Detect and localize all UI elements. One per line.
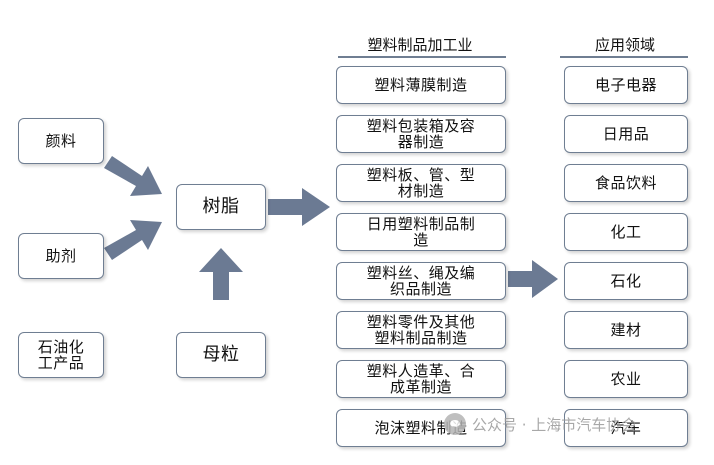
- application-item: 电子电器: [564, 66, 688, 104]
- masterbatch-box: 母粒: [176, 332, 266, 378]
- application-item: 农业: [564, 360, 688, 398]
- industry-item-line: 塑料板、管、型: [366, 166, 476, 184]
- industry-item-line: 成革制造: [389, 378, 452, 396]
- application-item-label: 汽车: [610, 419, 642, 437]
- industry-item: 塑料丝、绳及编 织品制造: [336, 262, 506, 300]
- application-item: 建材: [564, 311, 688, 349]
- wechat-icon: [444, 413, 466, 435]
- application-item-label: 食品饮料: [594, 174, 657, 192]
- arrow-resin-to-industry: [268, 188, 330, 226]
- input-petrochemical-box: 石油化 工产品: [18, 332, 104, 378]
- industry-item: 塑料板、管、型 材制造: [336, 164, 506, 202]
- input-petrochemical-label-line2: 工产品: [37, 354, 85, 372]
- industry-header-underline: [338, 56, 506, 58]
- industry-item-line: 塑料薄膜制造: [374, 76, 468, 94]
- industry-item-line: 塑料零件及其他: [366, 313, 476, 331]
- input-additive-label: 助剂: [45, 247, 77, 265]
- input-petrochemical-label-line1: 石油化: [37, 338, 85, 356]
- input-pigment-label: 颜料: [45, 132, 77, 150]
- watermark: 公众号 · 上海市汽车协会: [444, 412, 694, 436]
- industry-item-line: 材制造: [397, 182, 445, 200]
- application-item: 日用品: [564, 115, 688, 153]
- industry-item-line: 织品制造: [389, 280, 452, 298]
- arrow-industry-to-applications: [508, 260, 558, 298]
- industry-item: 塑料零件及其他 塑料制品制造: [336, 311, 506, 349]
- application-item-label: 日用品: [602, 125, 650, 143]
- industry-item-line: 塑料丝、绳及编: [366, 264, 476, 282]
- application-header-underline: [560, 56, 688, 58]
- input-pigment-box: 颜料: [18, 118, 104, 164]
- industry-item-line: 泡沫塑料制造: [374, 419, 468, 437]
- industry-item-line: 器制造: [397, 133, 445, 151]
- arrow-pigment-to-resin: [104, 156, 162, 196]
- industry-item: 塑料薄膜制造: [336, 66, 506, 104]
- industry-item-line: 塑料制品制造: [374, 329, 468, 347]
- input-additive-box: 助剂: [18, 233, 104, 279]
- watermark-text: 公众号 · 上海市汽车协会: [472, 415, 637, 434]
- industry-item-line: 日用塑料制品制: [366, 215, 476, 233]
- application-item-label: 农业: [610, 370, 642, 388]
- application-item-label: 石化: [610, 272, 642, 290]
- masterbatch-label: 母粒: [202, 344, 240, 365]
- application-item-label: 电子电器: [594, 76, 657, 94]
- resin-label: 树脂: [202, 196, 240, 217]
- industry-header: 塑料制品加工业: [367, 36, 473, 54]
- arrow-masterbatch-to-resin: [199, 248, 243, 300]
- industry-item-line: 塑料人造革、合: [366, 362, 476, 380]
- resin-box: 树脂: [176, 184, 266, 230]
- application-item-label: 化工: [610, 223, 642, 241]
- application-item: 汽车: [564, 409, 688, 447]
- industry-item-line: 造: [413, 231, 429, 249]
- industry-item: 塑料包装箱及容 器制造: [336, 115, 506, 153]
- industry-item: 塑料人造革、合 成革制造: [336, 360, 506, 398]
- application-item: 化工: [564, 213, 688, 251]
- application-header: 应用领域: [594, 36, 655, 54]
- industry-item-line: 塑料包装箱及容: [366, 117, 476, 135]
- industry-item: 日用塑料制品制 造: [336, 213, 506, 251]
- application-item-label: 建材: [610, 321, 642, 339]
- application-item: 食品饮料: [564, 164, 688, 202]
- industry-item: 泡沫塑料制造: [336, 409, 506, 447]
- arrow-additive-to-resin: [104, 220, 162, 260]
- application-item: 石化: [564, 262, 688, 300]
